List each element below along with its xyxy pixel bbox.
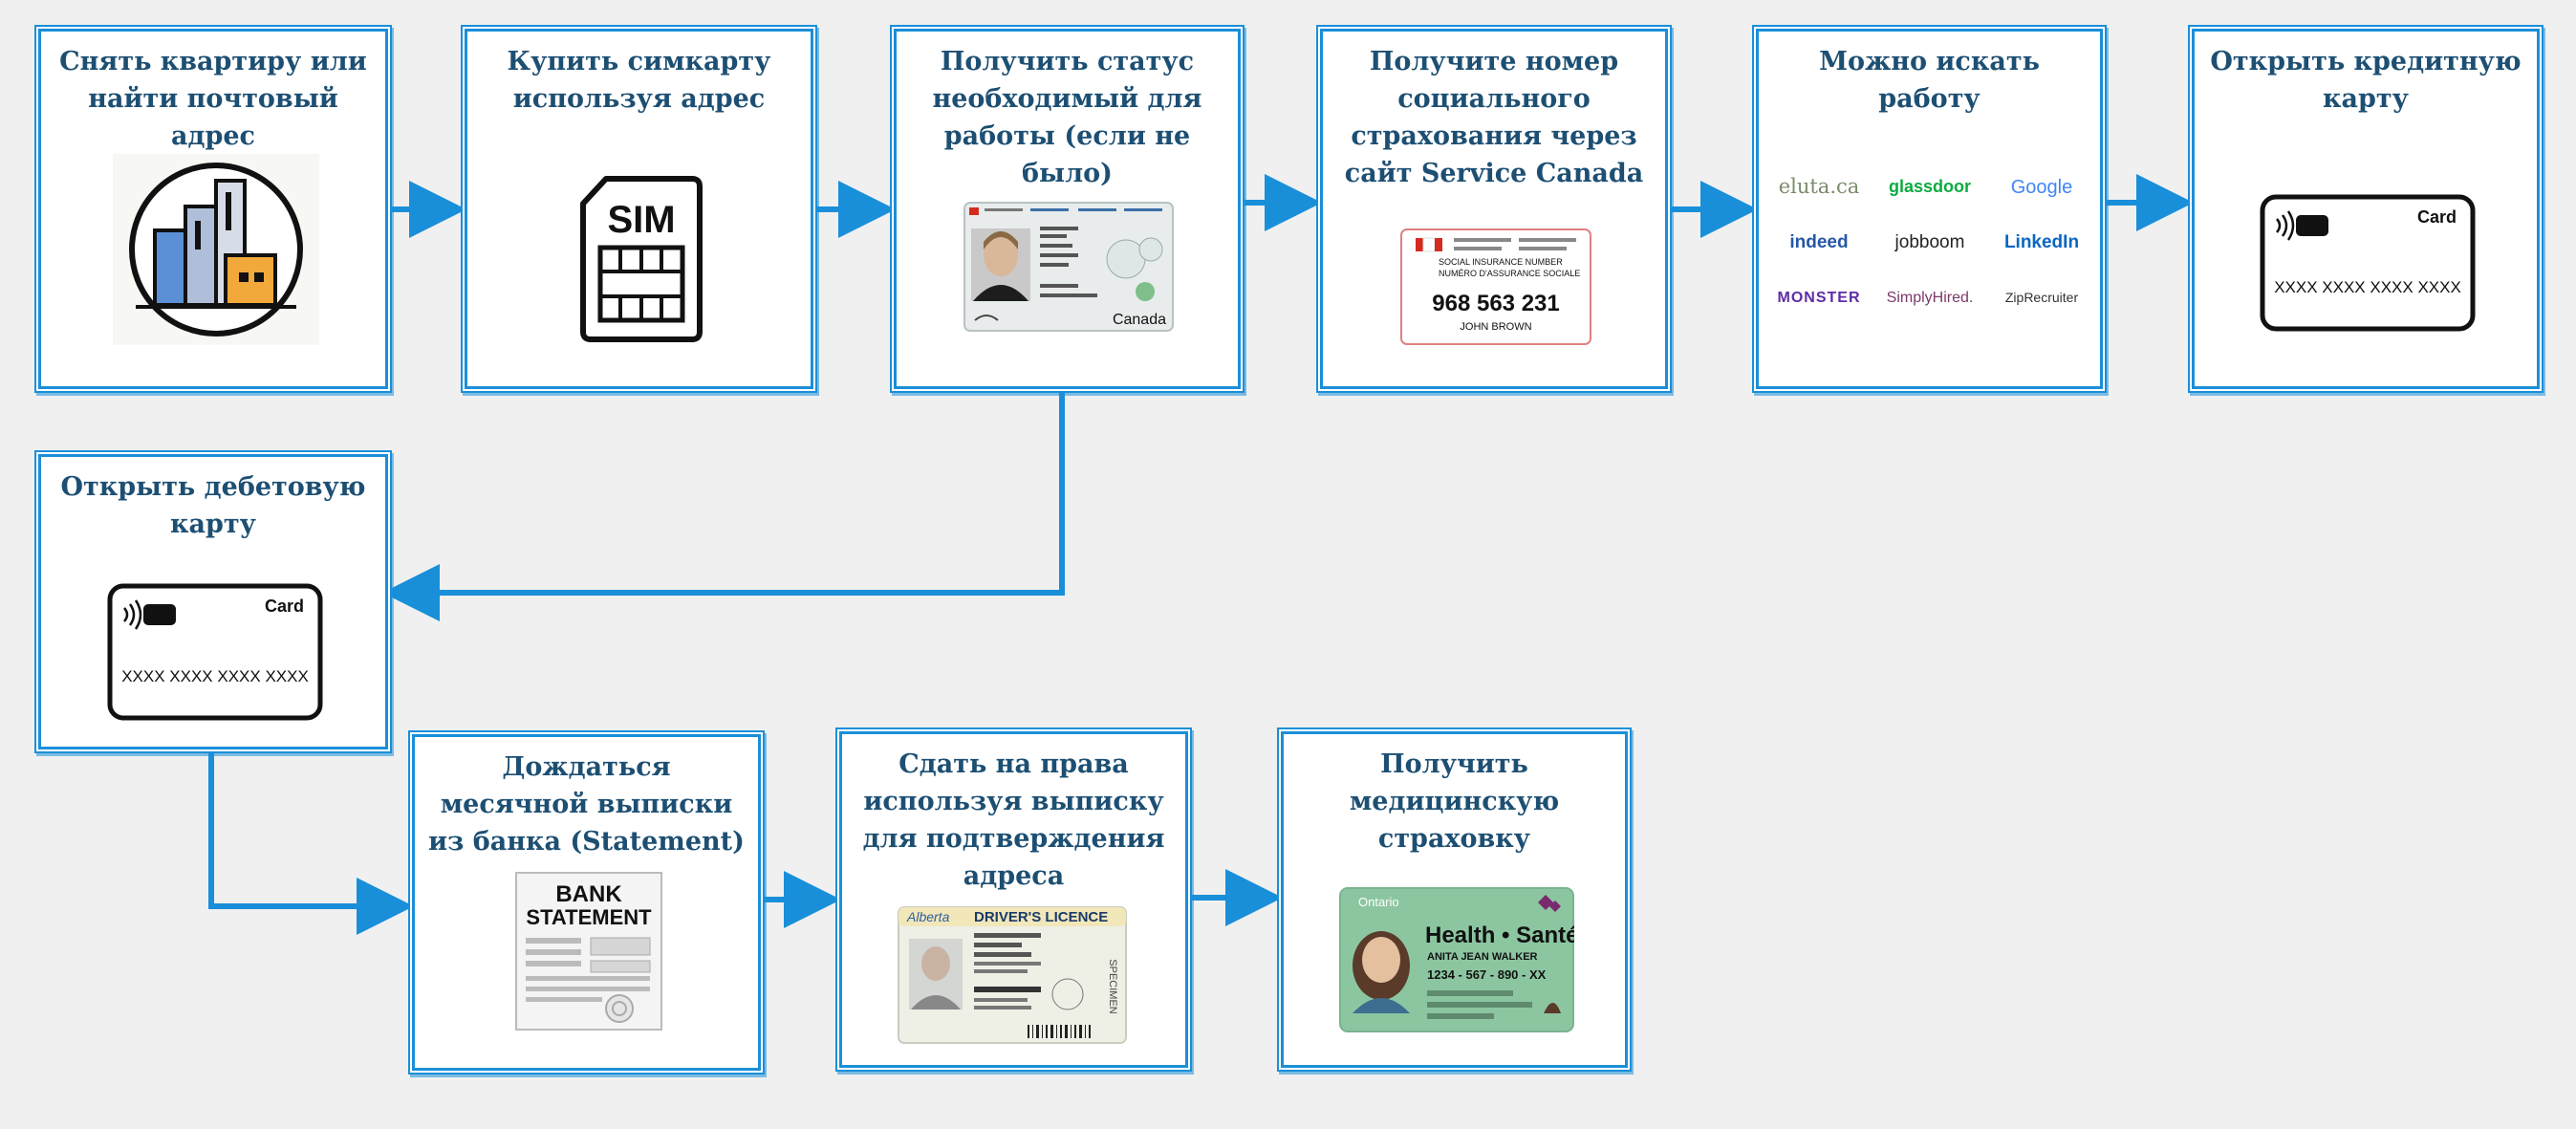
- logo-google: Google: [2010, 177, 2073, 198]
- step-title: Получить медицинскую страховку: [1349, 749, 1560, 854]
- sin-label-en: SOCIAL INSURANCE NUMBER: [1439, 257, 1563, 267]
- bank-statement-icon: BANK STATEMENT: [515, 872, 662, 1031]
- step-title: Купить симкарту используя адрес: [507, 47, 771, 114]
- sin-label-fr: NUMÉRO D'ASSURANCE SOCIALE: [1439, 269, 1580, 278]
- building-icon: [113, 154, 319, 345]
- step-title: Открыть кредитную карту: [2210, 47, 2522, 114]
- credit-card-icon: Card XXXX XXXX XXXX XXXX: [2260, 194, 2476, 332]
- step-title: Получить статус необходимый для работы (…: [932, 47, 1202, 188]
- logo-eluta: eluta.ca: [1778, 175, 1860, 198]
- step-debit-card: Открыть дебетовую карту Card XXXX XXXX X…: [38, 454, 388, 749]
- doc-line-2: STATEMENT: [526, 905, 652, 929]
- logo-jobboom: jobboom: [1894, 232, 1965, 252]
- sim-card-icon: SIM: [580, 176, 703, 342]
- health-heading: Health • Santé: [1425, 923, 1574, 948]
- step-credit-card: Открыть кредитную карту Card XXXX XXXX X…: [2192, 29, 2540, 389]
- card-label: Card: [2417, 207, 2457, 227]
- card-label: Card: [265, 597, 304, 616]
- step-rent-apartment: Снять квартиру или найти почтовый адрес: [38, 29, 388, 389]
- sin-card-icon: SOCIAL INSURANCE NUMBER NUMÉRO D'ASSURAN…: [1400, 228, 1591, 345]
- step-work-status: Получить статус необходимый для работы (…: [894, 29, 1241, 389]
- doc-line-1: BANK: [555, 881, 622, 907]
- card-number: XXXX XXXX XXXX XXXX: [2274, 278, 2461, 296]
- health-card-icon: Ontario Health • Santé ANITA JEAN WALKER…: [1339, 887, 1574, 1032]
- drivers-licence-icon: Alberta DRIVER'S LICENCE SPECIMEN: [898, 906, 1127, 1044]
- step-title: Снять квартиру или найти почтовый адрес: [59, 47, 367, 151]
- step-title: Открыть дебетовую карту: [60, 472, 366, 539]
- step-title: Дождаться месячной выписки из банка (Sta…: [428, 752, 745, 857]
- logo-indeed: indeed: [1789, 232, 1849, 252]
- health-name: ANITA JEAN WALKER: [1427, 951, 1538, 963]
- card-number: XXXX XXXX XXXX XXXX: [121, 667, 309, 685]
- logo-ziprecruiter: ZipRecruiter: [2004, 290, 2079, 305]
- step-title: Сдать на права используя выписку для под…: [862, 749, 1165, 891]
- health-number: 1234 - 567 - 890 - XX: [1427, 967, 1547, 982]
- step-title: Получите номер социального страхования ч…: [1344, 47, 1644, 188]
- arrow-7-8: [208, 749, 414, 935]
- sin-name: JOHN BROWN: [1460, 321, 1531, 333]
- arrow-3-7: [382, 389, 1065, 621]
- health-province: Ontario: [1358, 895, 1399, 909]
- logo-linkedin: LinkedIn: [2003, 232, 2080, 252]
- sin-number: 968 563 231: [1432, 291, 1559, 316]
- licence-province: Alberta: [906, 909, 950, 924]
- step-drivers-licence: Сдать на права используя выписку для под…: [839, 731, 1188, 1068]
- step-health-insurance: Получить медицинскую страховку Ontario H…: [1281, 731, 1628, 1068]
- logo-simplyhired: SimplyHired.: [1886, 290, 1974, 306]
- logo-glassdoor: glassdoor: [1888, 177, 1972, 196]
- licence-specimen: SPECIMEN: [1107, 959, 1118, 1014]
- debit-card-icon: Card XXXX XXXX XXXX XXXX: [107, 583, 323, 721]
- canada-wordmark: Canada: [1113, 312, 1166, 328]
- licence-heading: DRIVER'S LICENCE: [974, 909, 1108, 925]
- logo-monster: MONSTER: [1777, 290, 1861, 306]
- step-buy-sim: Купить симкарту используя адрес SIM: [465, 29, 813, 389]
- step-bank-statement: Дождаться месячной выписки из банка (Sta…: [412, 734, 761, 1071]
- step-title: Можно искать работу: [1819, 47, 2040, 114]
- step-job-search: Можно искать работу eluta.ca glassdoor G…: [1756, 29, 2103, 389]
- permanent-resident-card-icon: Canada: [963, 202, 1174, 332]
- step-sin-number: Получите номер социального страхования ч…: [1320, 29, 1668, 389]
- sim-label: SIM: [607, 199, 675, 241]
